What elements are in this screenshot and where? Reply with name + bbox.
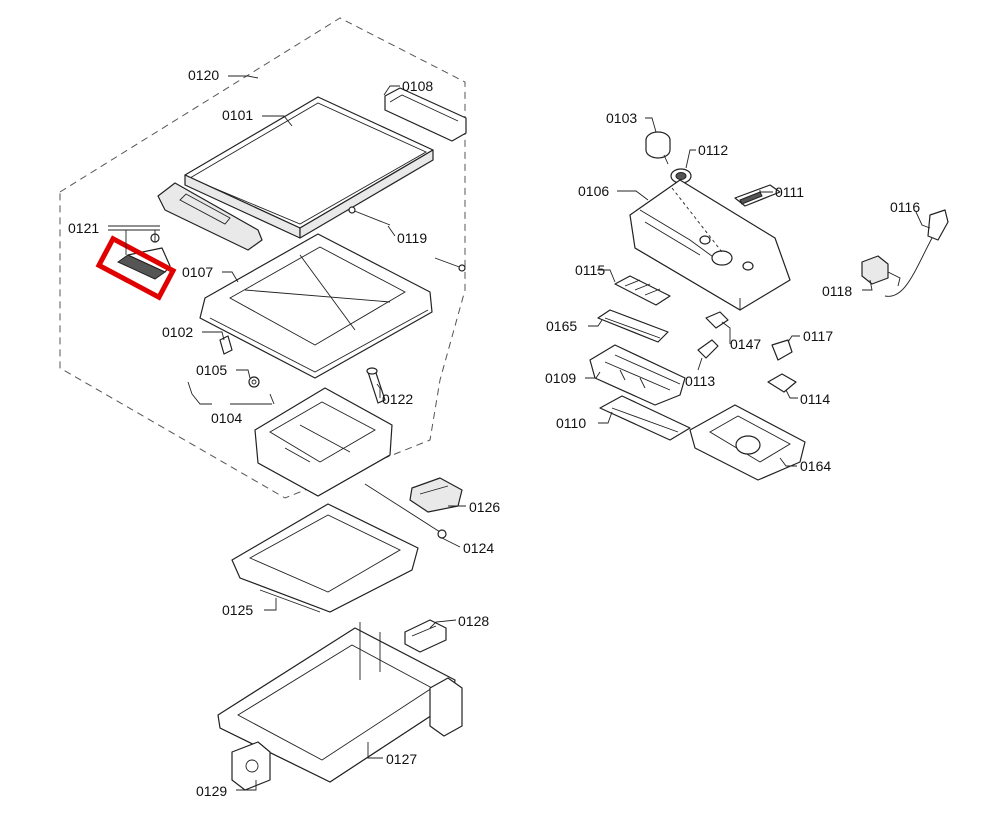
part-0101-lid[interactable] [184, 96, 434, 239]
part-0119-rod[interactable] [348, 206, 466, 272]
callout-0124: 0124 [463, 540, 494, 556]
part-0126[interactable] [409, 477, 463, 513]
part-0103-knob[interactable] [645, 131, 671, 165]
callout-0127: 0127 [386, 751, 417, 767]
part-0113[interactable] [697, 339, 719, 359]
part-0109[interactable] [589, 344, 686, 406]
callout-0122: 0122 [382, 391, 413, 407]
callout-0117: 0117 [803, 328, 833, 344]
callout-0109: 0109 [545, 370, 576, 386]
callout-0107: 0107 [182, 264, 213, 280]
part-0124-rod[interactable] [364, 483, 447, 539]
callout-0113: 0113 [685, 373, 715, 389]
part-0164[interactable] [689, 404, 806, 481]
callout-0104: 0104 [211, 410, 242, 426]
callout-0165: 0165 [546, 318, 577, 334]
callout-0126: 0126 [469, 499, 500, 515]
part-0105[interactable] [248, 376, 260, 388]
callout-0108: 0108 [402, 78, 433, 94]
part-dispenser-housing[interactable] [254, 387, 393, 497]
part-0128[interactable] [404, 619, 447, 653]
callout-0115: 0115 [575, 262, 605, 278]
part-0147[interactable] [705, 311, 729, 329]
callout-0114: 0114 [800, 391, 830, 407]
callout-0112: 0112 [698, 142, 728, 158]
part-0117[interactable] [771, 339, 793, 361]
leader-lines [108, 75, 931, 791]
callout-0121: 0121 [68, 220, 99, 236]
callout-0129: 0129 [196, 783, 227, 799]
callout-labels: 0120 0101 0108 0121 0107 0119 0102 0105 … [68, 67, 920, 799]
part-0102[interactable] [219, 335, 233, 355]
part-0122-pin[interactable] [366, 367, 386, 404]
callout-0128: 0128 [458, 613, 489, 629]
part-0106-control-panel[interactable] [629, 179, 791, 311]
part-0116-power-cable[interactable] [884, 209, 949, 297]
callout-0111: 0111 [775, 184, 804, 200]
part-0111[interactable] [734, 184, 781, 207]
callout-0103: 0103 [606, 110, 637, 126]
part-0127-base-frame[interactable] [217, 622, 463, 783]
callout-0106: 0106 [578, 183, 609, 199]
part-0110[interactable] [599, 395, 691, 441]
assembly-boundary-0120 [59, 17, 466, 499]
callout-0118: 0118 [822, 283, 852, 299]
callout-0119: 0119 [397, 230, 427, 246]
callout-0116: 0116 [890, 199, 920, 215]
part-0129[interactable] [231, 741, 271, 791]
part-0115[interactable] [614, 275, 671, 306]
highlight-box [95, 235, 177, 301]
part-0114[interactable] [767, 373, 797, 393]
part-0107-frame[interactable] [199, 233, 433, 379]
callout-0101: 0101 [222, 107, 253, 123]
callout-0125: 0125 [222, 602, 253, 618]
part-0118-filter[interactable] [861, 255, 901, 287]
callout-0147: 0147 [730, 336, 761, 352]
callout-0164: 0164 [800, 458, 831, 474]
callout-0105: 0105 [196, 362, 227, 378]
part-0125-tub-cover[interactable] [231, 503, 419, 613]
part-0165[interactable] [597, 309, 669, 343]
callout-0120: 0120 [188, 67, 219, 83]
part-0108[interactable] [384, 87, 467, 142]
part-0104[interactable] [187, 381, 275, 405]
callout-0110: 0110 [556, 415, 586, 431]
callout-0102: 0102 [162, 324, 193, 340]
